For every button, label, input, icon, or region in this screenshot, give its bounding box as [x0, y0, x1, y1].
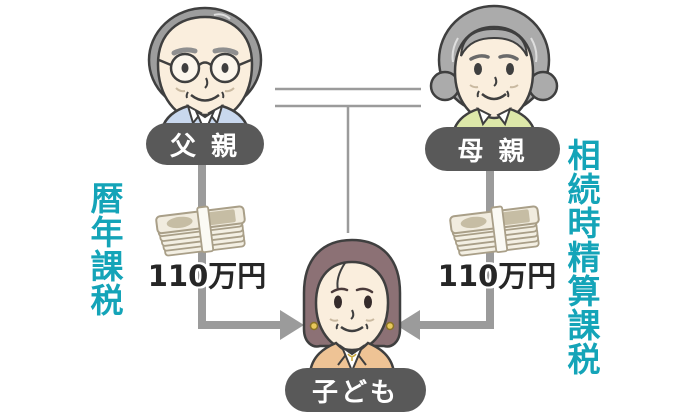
calendar-year-taxation-label: 暦年課税 — [85, 181, 124, 317]
father-label-pill: 父 親 — [146, 123, 264, 165]
father-avatar — [147, 6, 263, 134]
child-label-pill: 子ども — [285, 368, 426, 412]
father-label: 父 親 — [169, 131, 241, 162]
settlement-at-inheritance-taxation-label: 相続時精算課税 — [562, 138, 601, 376]
elbow-arrow-left-icon — [396, 310, 420, 340]
mother-label: 母 親 — [457, 136, 528, 167]
mother-avatar — [429, 4, 559, 138]
child-label: 子ども — [311, 377, 399, 408]
banknote-stack-icon — [155, 205, 246, 257]
child-avatar — [302, 238, 402, 373]
banknote-stack-icon — [449, 205, 540, 257]
elbow-arrow-right-icon — [280, 310, 304, 340]
left-gift-amount: 110万円 — [147, 259, 267, 293]
right-gift-amount: 110万円 — [437, 259, 557, 293]
mother-label-pill: 母 親 — [425, 127, 560, 171]
